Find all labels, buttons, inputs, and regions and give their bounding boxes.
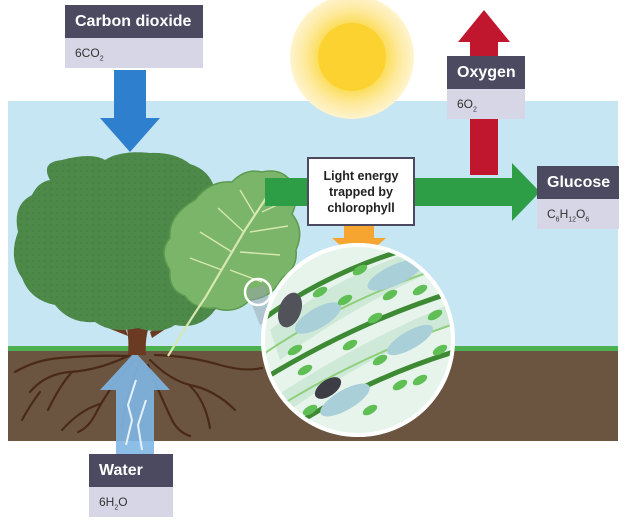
carbon-dioxide-formula: 6CO2 (65, 38, 203, 68)
light-energy-label: Light energy trapped by chlorophyll (307, 157, 415, 226)
oxygen-name: Oxygen (447, 56, 525, 89)
carbon-dioxide-label: Carbon dioxide 6CO2 (65, 5, 203, 68)
glucose-label: Glucose C6H12O6 (537, 166, 619, 229)
glucose-name: Glucose (537, 166, 619, 199)
chloroplast-zoom (243, 243, 455, 437)
oxygen-formula: 6O2 (447, 89, 525, 119)
oxygen-label: Oxygen 6O2 (447, 56, 525, 119)
sun (290, 0, 414, 119)
co2-arrow (100, 70, 160, 152)
glucose-formula: C6H12O6 (537, 199, 619, 229)
water-label: Water 6H2O (89, 454, 173, 517)
water-arrow (100, 352, 170, 455)
light-arrow (332, 224, 386, 262)
carbon-dioxide-name: Carbon dioxide (65, 5, 203, 38)
water-name: Water (89, 454, 173, 487)
water-formula: 6H2O (89, 487, 173, 517)
